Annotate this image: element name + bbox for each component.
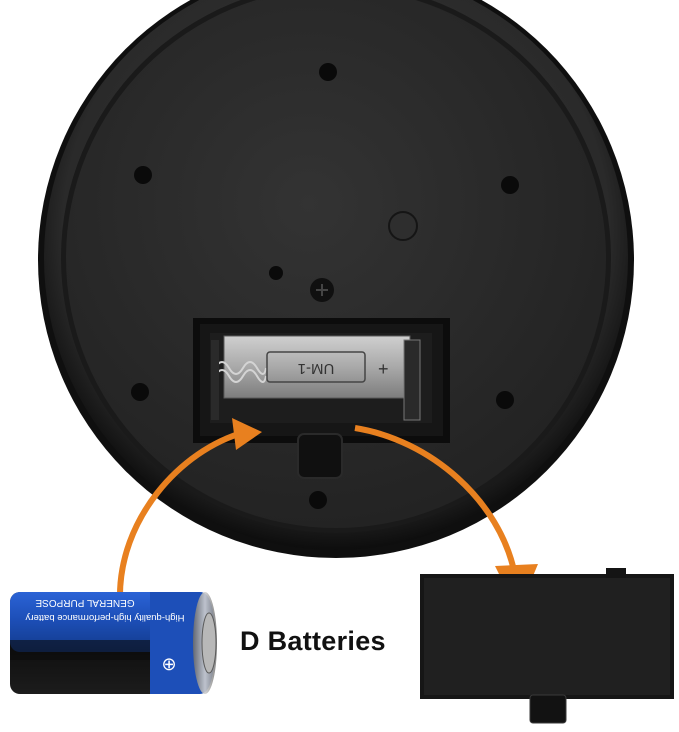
spring: [214, 361, 267, 383]
d-battery: GENERAL PURPOSE High-quality high-perfor…: [10, 592, 217, 694]
arrow-insert-head: [232, 418, 262, 450]
metal-plate: [223, 335, 411, 399]
battery-brand-line1: GENERAL PURPOSE: [35, 597, 134, 608]
compartment-marking: UM-1: [298, 360, 335, 377]
battery-cover: [420, 568, 674, 724]
screw-hole: [131, 383, 149, 401]
battery-compartment: UM-1 +: [193, 318, 450, 479]
screw-hole: [319, 63, 337, 81]
cover-tab: [529, 694, 567, 724]
latch: [297, 433, 343, 479]
mount-knob: [388, 211, 418, 241]
battery-terminal-symbol: ⊕: [161, 654, 176, 675]
screw-hole: [134, 166, 152, 184]
screw-hole: [496, 391, 514, 409]
arrow-insert: [116, 429, 246, 601]
screw-hole: [309, 491, 327, 509]
screw-hole: [501, 176, 519, 194]
caption-label: D Batteries: [240, 626, 386, 656]
battery-brand-line2: High-quality high-performance battery: [25, 612, 184, 623]
arrow-cover: [354, 425, 518, 576]
compartment-plus: +: [378, 359, 389, 379]
